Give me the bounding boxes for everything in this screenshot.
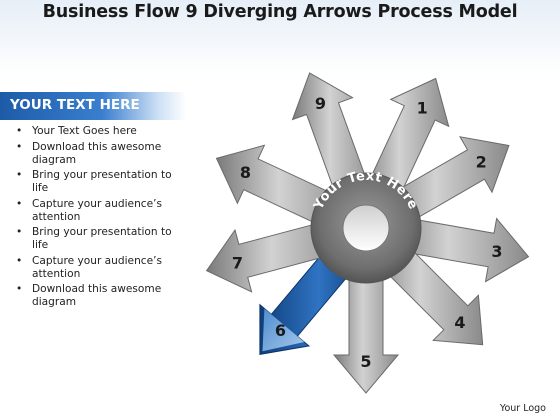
bullet-item: Your Text Goes here bbox=[14, 125, 184, 138]
page-title: Business Flow 9 Diverging Arrows Process… bbox=[42, 2, 518, 22]
arrow-6-highlight-tip bbox=[262, 308, 305, 352]
text-panel-heading-bar: YOUR TEXT HERE bbox=[0, 92, 186, 120]
labels-group: 1 2 3 4 5 6 7 8 9 bbox=[232, 94, 503, 371]
arrow-label-1: 1 bbox=[417, 99, 428, 118]
arrow-label-5: 5 bbox=[360, 352, 371, 371]
text-panel-heading: YOUR TEXT HERE bbox=[10, 97, 140, 113]
bullet-item: Capture your audience’s attention bbox=[14, 198, 184, 224]
arrow-label-8: 8 bbox=[240, 163, 251, 182]
arrow-label-6: 6 bbox=[275, 321, 286, 340]
logo-text: Your Logo bbox=[499, 403, 546, 414]
arrow-label-2: 2 bbox=[476, 153, 487, 172]
bullet-item: Capture your audience’s attention bbox=[14, 255, 184, 281]
arrow-label-3: 3 bbox=[491, 242, 502, 261]
bullet-item: Bring your presentation to life bbox=[14, 169, 184, 195]
bullet-list: Your Text Goes here Download this awesom… bbox=[14, 125, 184, 312]
bullet-item: Download this awesome diagram bbox=[14, 283, 184, 309]
arrow-label-9: 9 bbox=[315, 94, 326, 113]
arrow-label-7: 7 bbox=[232, 253, 243, 272]
center-hole bbox=[342, 204, 390, 252]
bullet-item: Download this awesome diagram bbox=[14, 141, 184, 167]
bullet-item: Bring your presentation to life bbox=[14, 226, 184, 252]
arrow-label-4: 4 bbox=[454, 313, 465, 332]
